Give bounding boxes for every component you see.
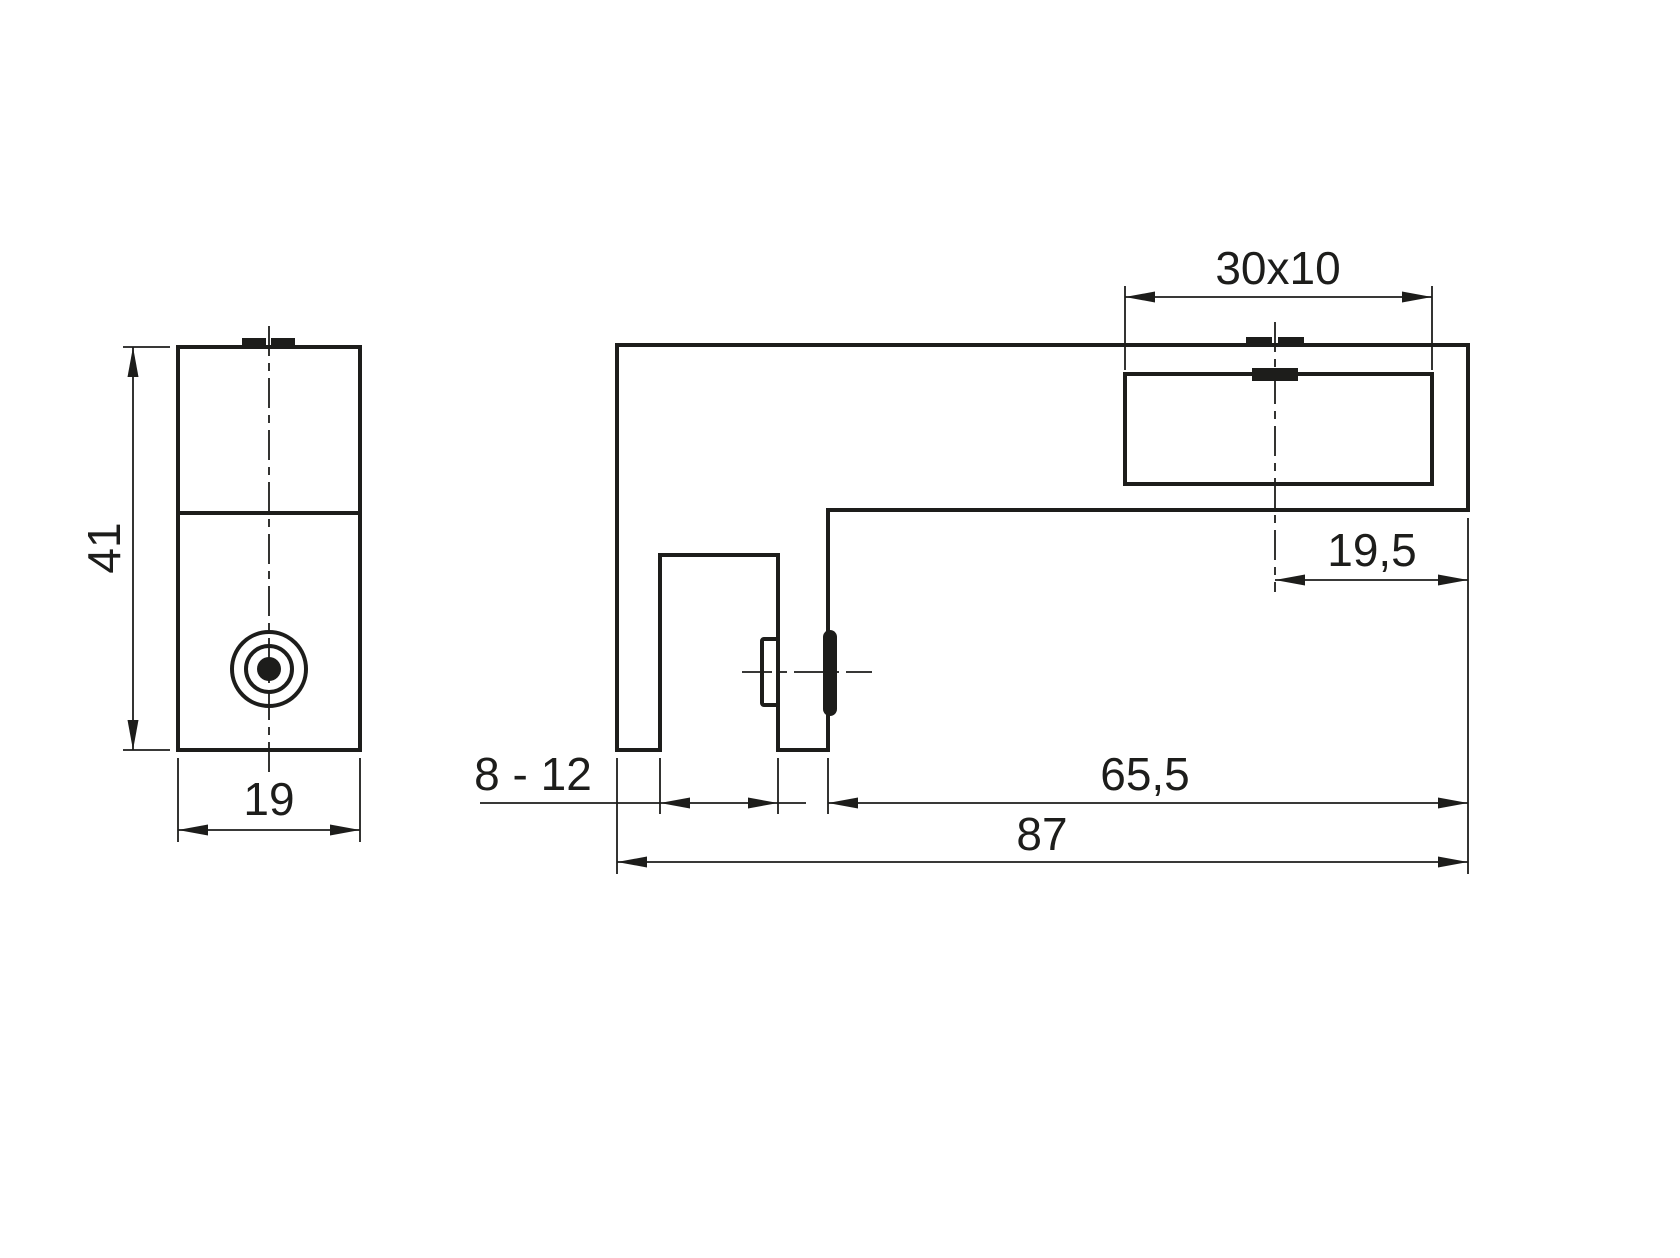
grub-screw-mark (1246, 337, 1272, 347)
grub-screw-mark (271, 338, 295, 348)
grub-screw-mark (1278, 337, 1304, 347)
clamp-pressure-pad (760, 637, 780, 707)
arrowhead (660, 797, 690, 809)
front-view-grub-screw-head (1246, 337, 1304, 381)
arrowhead (617, 856, 647, 868)
dimension-65-5: 65,5 (827, 748, 1468, 814)
grub-screw-mark (1252, 368, 1298, 381)
dimension-19: 19 (177, 758, 361, 842)
arrowhead (1275, 574, 1305, 586)
dimension-41: 41 (78, 346, 170, 751)
side-view-grub-screw-head (242, 338, 295, 348)
dimension-8-12: 8 - 12 (474, 748, 806, 814)
screw-hole-inner-circle (244, 644, 294, 694)
dimension-30x10: 30x10 (1124, 242, 1433, 370)
arrowhead (828, 797, 858, 809)
dimension-label: 8 - 12 (474, 748, 592, 800)
arrowhead (330, 824, 360, 836)
arrowhead (1438, 574, 1468, 586)
screw-hole-outer-circle (230, 630, 308, 708)
arrowhead (178, 824, 208, 836)
arrowhead (127, 720, 139, 750)
arrowhead (1438, 797, 1468, 809)
arrowhead (1402, 291, 1432, 303)
side-view (176, 326, 362, 772)
dimension-label: 41 (78, 522, 130, 573)
front-view-outline (615, 343, 1470, 752)
arrowhead (748, 797, 778, 809)
mounting-slot (1123, 372, 1434, 486)
dimension-label: 30x10 (1215, 242, 1340, 294)
side-view-body (176, 345, 362, 752)
dimension-87: 87 (616, 758, 1468, 874)
arrowhead (127, 347, 139, 377)
screw-hole-center-dot (257, 657, 281, 681)
arrowhead (1125, 291, 1155, 303)
arrowhead (1438, 856, 1468, 868)
dimension-19-5: 19,5 (1275, 524, 1468, 586)
dimension-label: 19 (243, 773, 294, 825)
dimension-label: 19,5 (1327, 524, 1417, 576)
front-view (615, 322, 1470, 752)
dimension-label: 87 (1016, 808, 1067, 860)
clamp-screw-tip (823, 630, 837, 716)
dimension-label: 65,5 (1100, 748, 1190, 800)
grub-screw-mark (242, 338, 266, 348)
